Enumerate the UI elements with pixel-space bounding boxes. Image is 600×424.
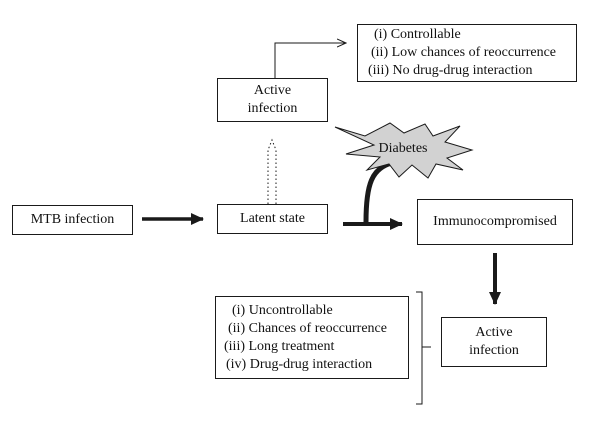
node-latent-state: Latent state xyxy=(217,204,328,234)
list-uncontrollable-item-4: (iv) Drug-drug interaction xyxy=(226,356,373,372)
arrow-active-to-controllable xyxy=(274,43,346,78)
diabetes-burst-shape xyxy=(334,122,474,179)
node-immunocompromised: Immunocompromised xyxy=(417,199,573,245)
list-controllable: (i) Controllable (ii) Low chances of reo… xyxy=(357,24,577,82)
dotted-link-latent-to-active xyxy=(267,138,277,204)
node-active-bottom-line2: infection xyxy=(469,343,519,358)
node-mtb-infection-label: MTB infection xyxy=(30,212,115,227)
node-active-infection-top: Active infection xyxy=(217,78,328,122)
node-latent-state-label: Latent state xyxy=(240,211,305,226)
list-controllable-item-1: (i) Controllable xyxy=(374,27,461,42)
diabetes-label: Diabetes xyxy=(379,141,428,156)
node-mtb-infection: MTB infection xyxy=(12,205,133,235)
node-immunocompromised-label: Immunocompromised xyxy=(433,214,557,229)
list-uncontrollable: (i) Uncontrollable (ii) Chances of reocc… xyxy=(215,296,409,379)
list-uncontrollable-item-1: (i) Uncontrollable xyxy=(232,302,333,318)
node-active-bottom-line1: Active xyxy=(475,325,513,340)
bracket-outcomes xyxy=(416,291,431,405)
list-uncontrollable-item-3: (iii) Long treatment xyxy=(224,338,335,354)
node-active-top-line1: Active xyxy=(253,83,292,98)
list-controllable-item-2: (ii) Low chances of reoccurrence xyxy=(371,45,557,60)
node-active-top-line2: infection xyxy=(247,101,298,116)
list-controllable-item-3: (iii) No drug-drug interaction xyxy=(368,63,533,78)
node-active-infection-bottom: Active infection xyxy=(441,317,547,367)
list-uncontrollable-item-2: (ii) Chances of reoccurrence xyxy=(228,320,387,336)
diabetes-inhibition-curve xyxy=(363,160,393,223)
